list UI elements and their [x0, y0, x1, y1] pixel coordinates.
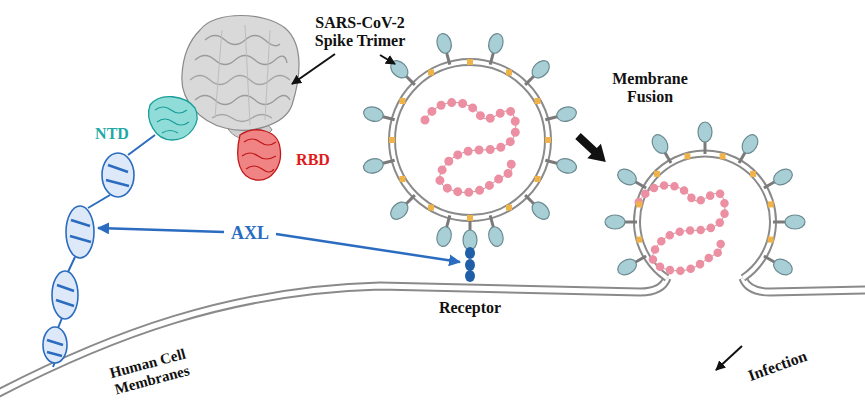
- title-label: SARS-CoV-2 Spike Trimer: [304, 14, 416, 51]
- receptor-bead: [465, 259, 475, 271]
- spike-head: [387, 199, 411, 223]
- step-label: Membrane Fusion: [602, 70, 698, 107]
- fusing-virus: [637, 154, 773, 278]
- part-label: Receptor: [439, 299, 501, 317]
- membrane-protein: [506, 69, 512, 75]
- spike-head: [739, 132, 761, 156]
- spike-head: [487, 225, 506, 248]
- spike-head: [362, 105, 385, 124]
- spike-head: [362, 157, 385, 176]
- spike-head: [615, 256, 639, 278]
- helix-texture: [195, 56, 287, 65]
- axl-arrow: [98, 228, 224, 232]
- membrane-protein: [535, 176, 541, 182]
- virus-envelope: [392, 62, 548, 218]
- spike-structure: [149, 16, 299, 181]
- strand-texture: [215, 25, 270, 125]
- spike-head: [771, 256, 795, 278]
- infection-arrow: [716, 346, 742, 370]
- axl-domain: [102, 153, 134, 197]
- rna-beads: [639, 185, 725, 270]
- spike-head: [487, 32, 506, 55]
- helix-texture: [195, 96, 290, 105]
- spike-body: [182, 16, 299, 131]
- fusion-arrow: [571, 129, 612, 170]
- membrane-protein: [636, 237, 642, 243]
- helix-texture: [212, 115, 272, 122]
- virus-envelope: [637, 154, 773, 278]
- step-label: Infection: [746, 347, 810, 385]
- receptor-bead: [465, 270, 475, 282]
- spike-head: [785, 215, 805, 229]
- fusion-arrow-shape: [571, 129, 612, 170]
- axl-arrow: [276, 234, 460, 262]
- part-label: Human Cell Membranes: [97, 342, 203, 401]
- membrane-protein: [750, 171, 756, 177]
- virus-envelope-inner: [637, 154, 773, 278]
- spike-head: [529, 57, 553, 81]
- spike-head: [529, 199, 553, 223]
- virus-particle: [392, 62, 548, 218]
- spike-head: [698, 122, 712, 142]
- membrane-protein: [467, 215, 473, 221]
- spike-head: [555, 157, 578, 176]
- spike-head: [649, 132, 671, 156]
- rna-strand: [639, 185, 725, 270]
- spike-head: [771, 166, 795, 188]
- beta-strand: [47, 165, 129, 356]
- rbd-texture: [242, 139, 276, 172]
- membrane-protein: [467, 59, 473, 65]
- axl-domain: [52, 271, 78, 319]
- membrane-outer: [0, 278, 667, 395]
- membrane-protein: [399, 98, 405, 104]
- virus-envelope-inner: [392, 62, 548, 218]
- axl-linker: [53, 135, 155, 367]
- membrane-protein: [636, 201, 642, 207]
- rna-group: [639, 185, 725, 270]
- receptor-symbol: [465, 247, 475, 282]
- membrane-protein: [654, 171, 660, 177]
- membrane-outer: [743, 278, 865, 292]
- spike-head: [435, 32, 454, 55]
- axl-structure: [43, 135, 155, 367]
- receptor-bead: [465, 247, 475, 259]
- membrane-protein: [545, 137, 551, 143]
- spike-head: [605, 215, 625, 229]
- spike-head: [615, 166, 639, 188]
- rbd-domain: [238, 130, 281, 180]
- rna-beads: [425, 103, 516, 193]
- membrane-protein: [768, 237, 774, 243]
- domain-label: NTD: [95, 125, 129, 143]
- membrane-protein: [428, 205, 434, 211]
- membrane-protein: [535, 98, 541, 104]
- ntd-domain: [149, 97, 197, 140]
- membrane-protein: [399, 176, 405, 182]
- spike-head: [555, 105, 578, 124]
- axl-domain: [66, 206, 94, 258]
- membrane-protein: [506, 205, 512, 211]
- protein-label: AXL: [231, 223, 269, 244]
- ntd-texture: [155, 107, 189, 133]
- membrane-protein: [768, 201, 774, 207]
- membrane-inner: [0, 278, 667, 395]
- spike-head: [435, 225, 454, 248]
- membrane-inner: [743, 278, 865, 292]
- membrane-protein: [428, 69, 434, 75]
- domain-label: RBD: [296, 151, 330, 169]
- pointer-arrow: [292, 54, 335, 84]
- membrane-protein: [720, 153, 726, 159]
- membrane-protein: [684, 153, 690, 159]
- membrane-protein: [389, 137, 395, 143]
- rna-strand: [425, 103, 516, 193]
- pointer-arrow: [380, 55, 395, 64]
- helix-texture: [190, 76, 290, 85]
- spike-proteins: [362, 32, 805, 278]
- axl-domain: [43, 327, 67, 363]
